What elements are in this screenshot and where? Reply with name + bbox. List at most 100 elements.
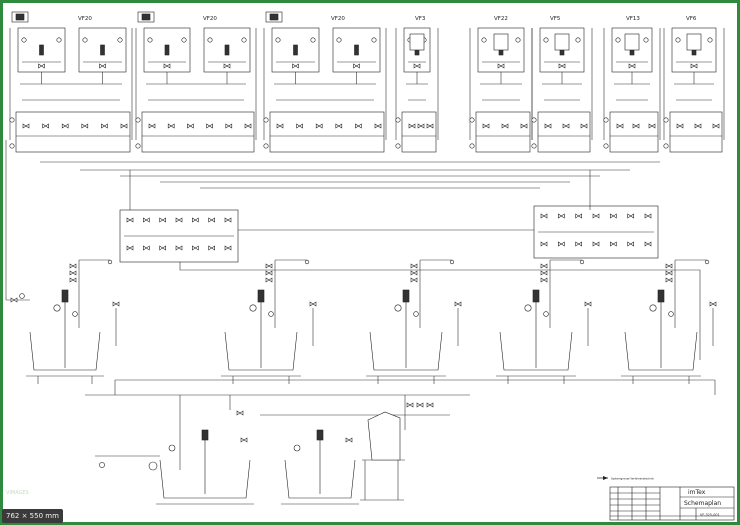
filter-icon <box>293 44 298 56</box>
sensor-icon <box>394 304 402 312</box>
filter-icon <box>61 289 69 303</box>
sensor-icon <box>181 37 187 43</box>
sensor-icon <box>643 37 649 43</box>
sensor-icon <box>707 37 713 43</box>
valve-icon <box>410 263 418 269</box>
sensor-icon <box>531 117 537 123</box>
dosing-frame <box>332 27 381 73</box>
valve-icon <box>163 63 171 69</box>
valve-icon <box>408 123 416 129</box>
valve-icon <box>592 213 600 219</box>
valve-icon <box>709 301 717 307</box>
valve-icon <box>426 123 434 129</box>
valve-icon <box>540 213 548 219</box>
sensor-icon <box>663 117 669 123</box>
valve-icon <box>187 123 194 129</box>
valve-icon <box>192 245 199 251</box>
valve-icon <box>406 402 414 408</box>
valve-icon <box>61 123 69 129</box>
valve-icon <box>224 245 232 251</box>
sensor-icon <box>543 37 549 43</box>
valve-icon <box>558 213 565 219</box>
unit-label-8: VF6 <box>686 16 697 22</box>
legend-caption: Systemgrenze Verfahrenstechnik <box>611 477 654 481</box>
valve-icon <box>562 123 570 129</box>
sensor-icon <box>148 461 158 471</box>
sensor-icon <box>249 304 257 312</box>
legend: Systemgrenze Verfahrenstechnik <box>597 476 654 481</box>
sensor-icon <box>663 143 669 149</box>
tank-icon <box>224 331 298 371</box>
vessel-icon <box>624 33 640 51</box>
valve-icon <box>38 63 45 69</box>
tank-icon <box>499 331 573 371</box>
dosing-frame <box>477 27 525 73</box>
dosing-frame <box>203 27 251 73</box>
valve-icon <box>10 297 18 303</box>
valve-icon <box>240 437 248 443</box>
dosing-frame <box>271 27 320 73</box>
valve-icon <box>497 63 505 69</box>
sensor-icon <box>263 143 269 149</box>
valve-icon <box>413 63 421 69</box>
valve-icon <box>690 63 698 69</box>
valve-icon <box>540 263 548 269</box>
valve-icon <box>69 277 77 283</box>
sensor-icon <box>207 37 213 43</box>
sensor-icon <box>72 311 78 317</box>
sensor-icon <box>675 37 681 43</box>
valve-icon <box>540 270 548 276</box>
valve-icon <box>126 245 134 251</box>
sensor-icon <box>395 117 401 123</box>
size-badge: 762 × 550 mm <box>2 509 63 523</box>
valve-icon <box>244 123 252 129</box>
sensor-icon <box>9 117 15 123</box>
valve-icon <box>416 402 424 408</box>
valve-icon <box>592 241 600 247</box>
valve-icon <box>676 123 684 129</box>
valve-icon <box>315 123 323 129</box>
sensor-icon <box>603 117 609 123</box>
sensor-icon <box>53 304 61 312</box>
tank-icon <box>29 331 101 371</box>
unit-label-7: VF13 <box>626 16 640 22</box>
title-block-drawing-name: Schemaplan <box>684 500 721 507</box>
filter-icon <box>15 13 25 21</box>
valve-icon <box>355 123 362 129</box>
filter-icon <box>269 13 279 21</box>
valve-icon <box>648 123 656 129</box>
valve-icon <box>712 123 720 129</box>
valve-icon <box>627 213 634 219</box>
valve-icon <box>276 123 284 129</box>
manifold-frame <box>475 111 531 153</box>
valve-icon <box>112 301 120 307</box>
filter-icon <box>402 289 410 303</box>
vessel-icon <box>409 33 425 51</box>
valve-icon <box>42 123 49 129</box>
tank-icon <box>159 459 251 499</box>
title-block <box>609 486 735 521</box>
valve-icon <box>627 241 634 247</box>
valve-icon <box>644 213 652 219</box>
valve-icon <box>223 63 231 69</box>
sensor-icon <box>615 37 621 43</box>
sensor-icon <box>268 311 274 317</box>
sensor-icon <box>117 37 123 43</box>
sensor-icon <box>310 37 316 43</box>
dosing-frame <box>539 27 585 73</box>
valve-icon <box>426 402 434 408</box>
manifold-frame <box>537 111 591 153</box>
valve-icon <box>616 123 624 129</box>
hopper-icon <box>367 411 401 461</box>
sensor-icon <box>668 311 674 317</box>
sensor-icon <box>579 259 585 265</box>
valve-icon <box>482 123 490 129</box>
manifold-frame <box>401 111 437 153</box>
valve-icon <box>126 217 134 223</box>
sensor-icon <box>304 259 310 265</box>
sensor-icon <box>99 462 105 468</box>
sensor-icon <box>481 37 487 43</box>
sensor-icon <box>531 143 537 149</box>
manifold-frame <box>609 111 659 153</box>
valve-icon <box>206 123 213 129</box>
